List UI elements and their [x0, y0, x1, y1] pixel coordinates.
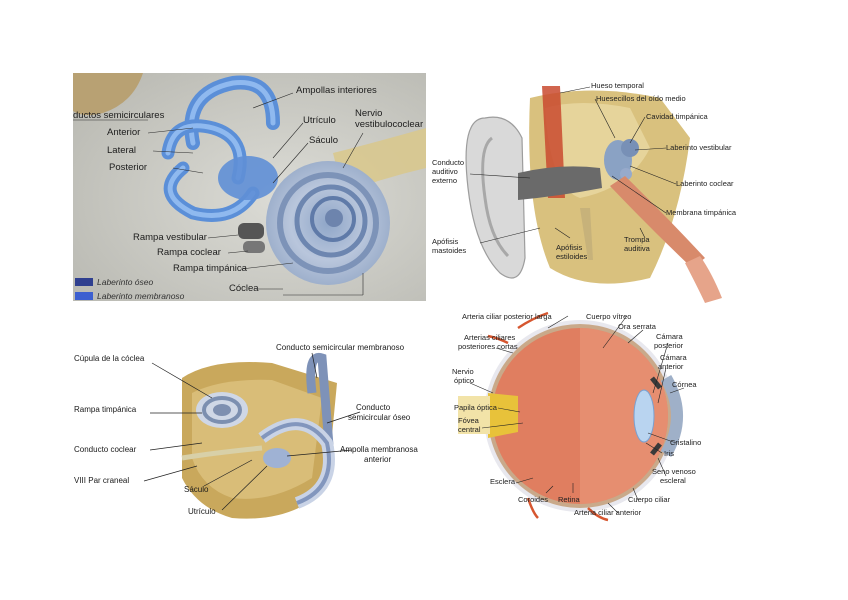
label-conducto-semicircular-membranoso: Conducto semicircular membranoso — [276, 343, 405, 352]
label-conducto-auditivo-1: Conducto — [432, 158, 465, 167]
label-conducto-auditivo-3: externo — [432, 176, 458, 185]
label-cuerpo-vitreo: Cuerpo vítreo — [586, 312, 632, 321]
label-seno-venoso-1: Seno venoso — [652, 467, 696, 476]
label-membrana-timpanica: Membrana timpánica — [666, 208, 737, 217]
label-conducto-auditivo-2: auditivo — [432, 167, 458, 176]
label-ampolla-1: Ampolla membranosa — [340, 445, 418, 454]
label-conductos-semicirculares: ductos semicirculares — [73, 110, 165, 121]
membranous-labyrinth-panel: Cúpula de la cóclea Conducto semicircula… — [72, 338, 432, 528]
label-esclera: Esclera — [490, 477, 516, 486]
label-laberinto-vestibular: Laberinto vestibular — [666, 143, 732, 152]
label-huesecillos: Huesecillos del oído medio — [596, 94, 686, 103]
ear-anatomy-illustration — [465, 86, 722, 303]
legend-label-membranous: Laberinto membranoso — [97, 291, 185, 301]
label-nervio-optico-1: Nervio — [452, 367, 474, 376]
eye-panel: Arteria ciliar posterior larga Cuerpo ví… — [438, 308, 743, 523]
label-rampa-vestibular: Rampa vestibular — [133, 232, 207, 243]
label-conducto-coclear: Conducto coclear — [74, 445, 137, 454]
label-anterior: Anterior — [107, 127, 141, 138]
inner-ear-photo-illustration — [73, 73, 426, 301]
label-cristalino: Cristalino — [670, 438, 702, 447]
label-camara-anterior-1: Cámara — [660, 353, 687, 362]
label-ampolla-2: anterior — [364, 455, 392, 464]
label-camara-posterior-2: posterior — [654, 341, 684, 350]
label-nervio-optico-2: óptico — [454, 376, 475, 385]
label-fovea-1: Fóvea — [458, 416, 479, 425]
label-viii-par: VIII Par craneal — [74, 476, 130, 485]
label-camara-anterior-2: anterior — [658, 362, 684, 371]
label-laberinto-coclear: Laberinto coclear — [676, 179, 734, 188]
label-utriculo-3: Utrículo — [188, 507, 216, 516]
label-cuerpo-ciliar: Cuerpo ciliar — [628, 495, 671, 504]
label-apofisis-mastoides-2: mastoides — [432, 246, 467, 255]
membranous-labyrinth-illustration — [143, 352, 361, 519]
ear-anatomy-panel: Hueso temporal Huesecillos del oído medi… — [430, 78, 770, 306]
label-utriculo: Utrículo — [303, 115, 336, 126]
label-conducto-oseo-1: Conducto — [356, 403, 391, 412]
legend-label-bony: Laberinto óseo — [97, 277, 154, 287]
eye-illustration — [458, 311, 685, 522]
label-apofisis-estiloides-1: Apófisis — [556, 243, 583, 252]
label-conducto-oseo-2: semicircular óseo — [348, 413, 411, 422]
label-ora-serrata: Ora serrata — [618, 322, 656, 331]
label-saculo: Sáculo — [309, 135, 339, 146]
legend-swatch-bony — [75, 278, 93, 286]
label-arteria-ciliar-anterior: Arteria ciliar anterior — [574, 508, 642, 517]
label-coroides: Coroides — [518, 495, 549, 504]
label-apofisis-estiloides-2: estiloides — [556, 252, 588, 261]
label-fovea-2: central — [458, 425, 481, 434]
label-papila-optica: Papila óptica — [454, 403, 497, 412]
label-cupula: Cúpula de la cóclea — [74, 354, 145, 363]
label-vestibulococlear: vestibulococlear — [355, 119, 424, 130]
legend-swatch-membranous — [75, 292, 93, 300]
label-rampa-timpanica-3: Rampa timpánica — [74, 405, 137, 414]
label-retina: Retina — [558, 495, 580, 504]
label-cornea: Córnea — [672, 380, 697, 389]
label-coclea: Cóclea — [229, 283, 259, 294]
inner-ear-photo-panel: Ampollas interiores ductos semicirculare… — [73, 73, 426, 301]
label-cavidad-timpanica: Cavidad timpánica — [646, 112, 708, 121]
label-hueso-temporal: Hueso temporal — [591, 81, 644, 90]
label-seno-venoso-2: escleral — [660, 476, 686, 485]
label-arterias-ciliares-1: Arterias ciliares — [464, 333, 516, 342]
label-nervio: Nervio — [355, 108, 383, 119]
label-iris: Iris — [664, 449, 674, 458]
label-apofisis-mastoides-1: Apófisis — [432, 237, 459, 246]
label-trompa-auditiva-2: auditiva — [624, 244, 650, 253]
label-trompa-auditiva-1: Trompa — [624, 235, 650, 244]
label-lateral: Lateral — [107, 145, 137, 156]
label-camara-posterior-1: Cámara — [656, 332, 683, 341]
label-ampollas-interiores: Ampollas interiores — [296, 85, 377, 96]
label-saculo-3: Sáculo — [184, 485, 209, 494]
label-rampa-timpanica: Rampa timpánica — [173, 263, 247, 274]
label-posterior: Posterior — [109, 162, 148, 173]
label-arteria-ciliar-posterior-larga: Arteria ciliar posterior larga — [462, 312, 552, 321]
label-rampa-coclear: Rampa coclear — [157, 247, 221, 258]
label-arterias-ciliares-2: posteriores cortas — [458, 342, 518, 351]
